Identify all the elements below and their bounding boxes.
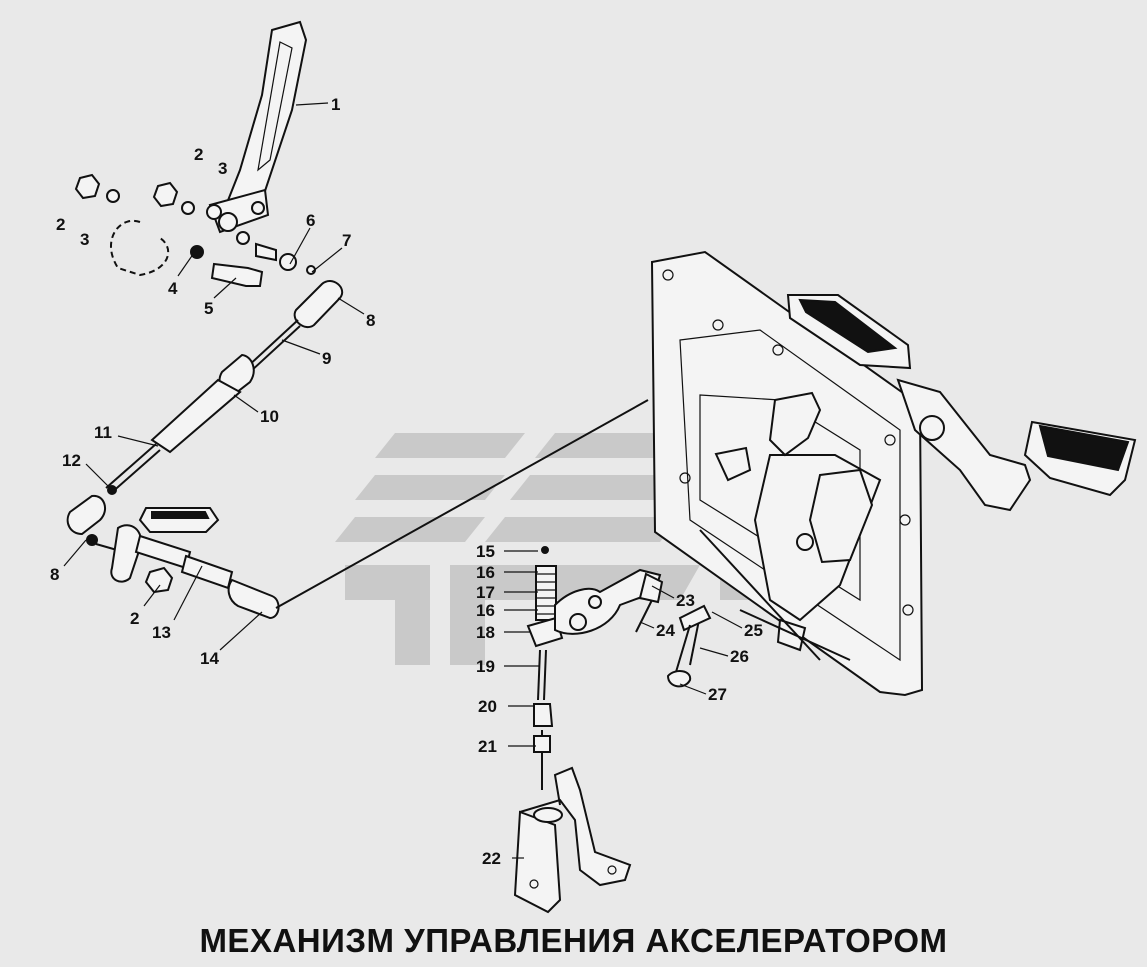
callout-5: 5 [204,299,213,318]
callout-9: 9 [322,349,331,368]
mounting-bracket [513,766,632,914]
callout-1: 1 [331,95,340,114]
callout-14: 14 [200,649,219,668]
callout-3: 3 [218,159,227,178]
callout-17: 17 [476,583,495,602]
pedal-fasteners [74,173,316,287]
callout-24: 24 [656,621,675,640]
callout-8: 8 [50,565,59,584]
callout-25: 25 [744,621,763,640]
pedal-cylinder [699,391,882,661]
accelerator-pedal [208,20,308,245]
diagram-caption: МЕХАНИЗМ УПРАВЛЕНИЯ АКСЕЛЕРАТОРОМ [199,922,948,959]
callout-2: 2 [194,145,203,164]
lower-shaft-assembly [110,399,649,620]
callout-11: 11 [94,423,112,442]
leader-lines [63,102,743,859]
callout-2: 2 [56,215,65,234]
callout-21: 21 [478,737,497,756]
callout-19: 19 [476,657,495,676]
callout-22: 22 [482,849,501,868]
callout-15: 15 [476,542,495,561]
callout-26: 26 [730,647,749,666]
callout-7: 7 [342,231,351,250]
callout-20: 20 [478,697,497,716]
callout-3: 3 [80,230,89,249]
callout-27: 27 [708,685,727,704]
callout-16: 16 [476,601,495,620]
callout-16: 16 [476,563,495,582]
callout-12: 12 [62,451,81,470]
callout-4: 4 [168,279,178,298]
linkage-rods [66,279,343,553]
callout-23: 23 [676,591,695,610]
callout-10: 10 [260,407,279,426]
callout-18: 18 [476,623,495,642]
callout-6: 6 [306,211,315,230]
callout-8: 8 [366,311,375,330]
part-callouts: 1 2 3 2 3 4 5 6 7 8 9 10 11 12 8 2 13 14… [50,95,763,868]
spring-assembly [526,546,712,790]
callout-2: 2 [130,609,139,628]
callout-13: 13 [152,623,171,642]
